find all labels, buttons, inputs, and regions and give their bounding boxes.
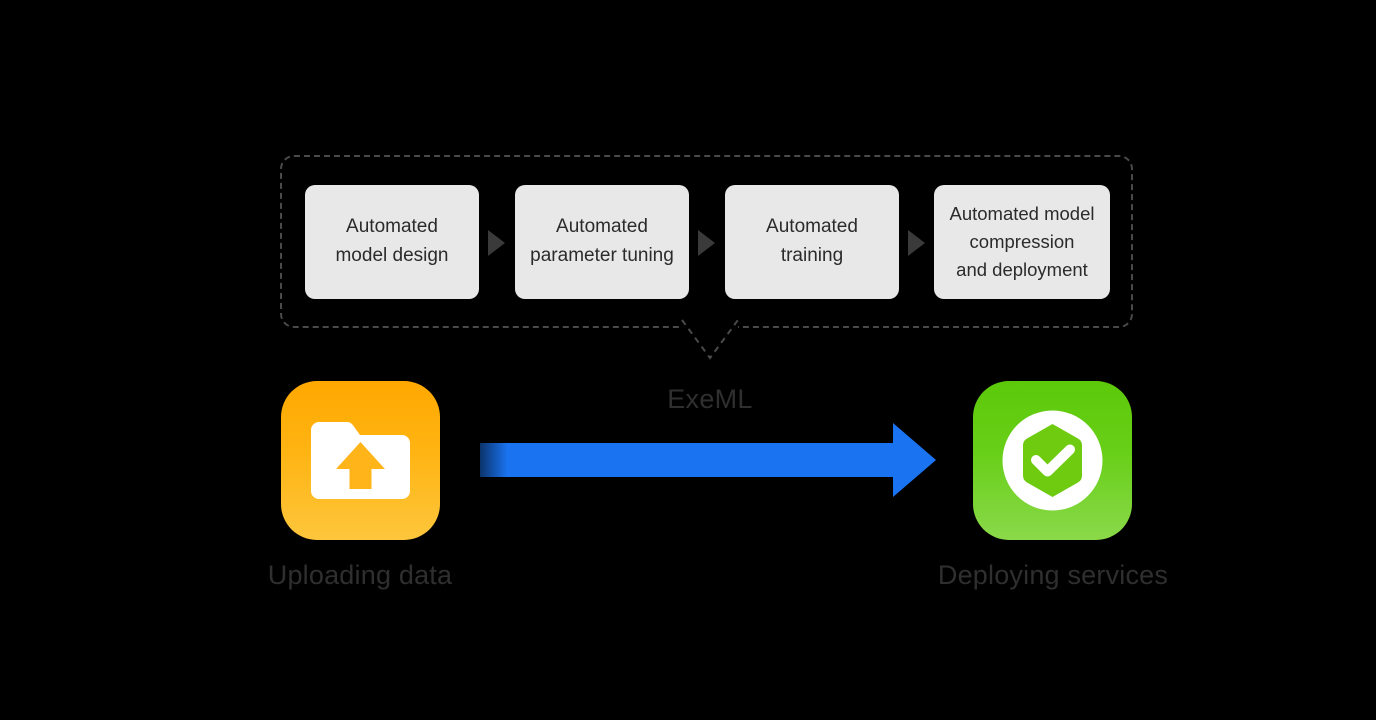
shield-check-icon [1002,410,1103,511]
stage-label: Automated model compression and deployme… [949,202,1095,281]
stage-box-automated-training[interactable]: Automated training [725,185,899,299]
stage-box-automated-model-compression-and-deployment[interactable]: Automated model compression and deployme… [934,185,1110,299]
stage-label: Automated parameter tuning [530,216,674,266]
uploading-data-caption: Uploading data [267,560,453,590]
triangle-right-icon [908,230,925,256]
triangle-right-icon [488,230,505,256]
stage-label: Automated model design [335,216,449,266]
exeml-notch-gap [682,320,738,336]
uploading-data-tile[interactable] [281,381,440,540]
exeml-callout-notch-icon [681,319,739,360]
deploying-services-caption: Deploying services [937,560,1169,590]
arrow-right-icon [480,423,936,497]
folder-upload-icon [311,422,410,499]
deploying-services-tile[interactable] [973,381,1132,540]
stage-box-automated-parameter-tuning[interactable]: Automated parameter tuning [515,185,689,299]
triangle-right-icon [698,230,715,256]
exeml-group-label: ExeML [667,384,753,414]
stage-label: Automated training [766,216,858,266]
stage-box-automated-model-design[interactable]: Automated model design [305,185,479,299]
